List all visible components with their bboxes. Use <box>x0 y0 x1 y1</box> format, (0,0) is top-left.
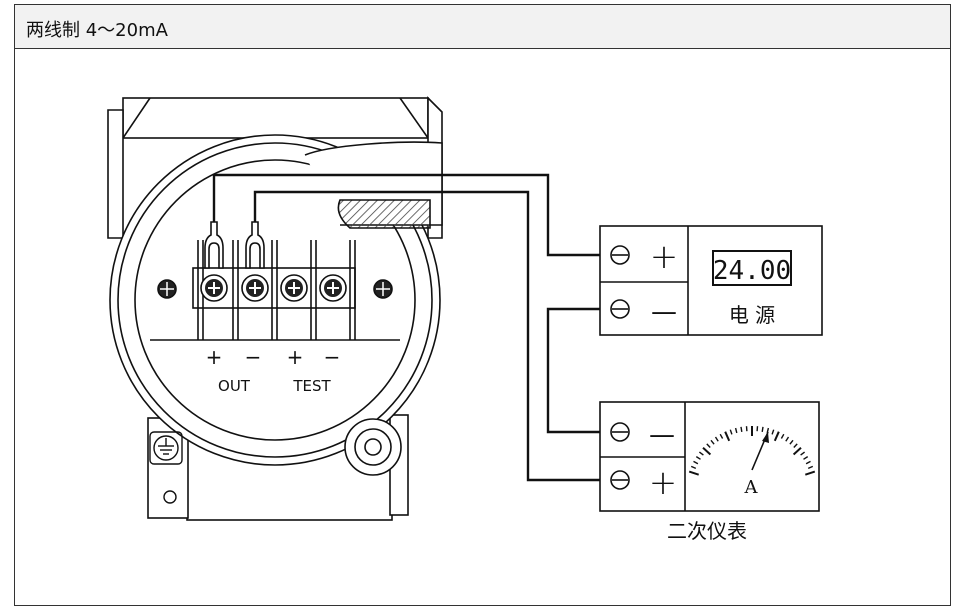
supply-minus-sign: — <box>651 297 677 327</box>
out-label: OUT <box>218 377 251 395</box>
dial-tick <box>714 436 719 442</box>
terminal-sign-out-minus: − <box>245 345 262 369</box>
meter-minus-sign: — <box>649 420 675 450</box>
dial-tick <box>803 456 809 460</box>
fork-lug-plus <box>204 221 224 269</box>
secondary-meter <box>599 401 820 512</box>
dial-tick <box>761 426 764 433</box>
meter-label: 二次仪表 <box>667 519 747 543</box>
terminal-sign-test-minus: − <box>324 345 341 369</box>
supply-label: 电 源 <box>729 303 775 327</box>
dial-tick <box>702 447 712 456</box>
dial-tick <box>724 431 731 442</box>
terminal-screw-out-plus <box>200 274 228 302</box>
dial-tick <box>693 460 699 465</box>
meter-dial-scale <box>688 426 816 476</box>
dial-tick <box>688 470 700 476</box>
page-title: 两线制 4～20mA <box>26 20 168 41</box>
dial-tick <box>734 427 738 434</box>
dial-tick <box>780 433 785 439</box>
dial-tick <box>729 429 733 435</box>
terminal-panel <box>150 240 400 341</box>
terminal-screw-test-minus <box>319 274 347 302</box>
dial-tick <box>807 465 814 470</box>
dial-tick <box>800 451 806 456</box>
dial-tick <box>785 436 790 442</box>
dial-tick <box>740 426 743 433</box>
dial-tick <box>719 433 724 439</box>
dial-tick <box>698 451 704 456</box>
terminal-sign-out-plus: + <box>206 345 223 369</box>
dial-tick <box>690 465 697 470</box>
fork-lug-minus <box>245 221 265 269</box>
meter-needle <box>751 431 769 471</box>
title-bar: 两线制 4～20mA <box>15 5 950 49</box>
terminal-screw-out-minus <box>241 274 269 302</box>
wire-out-minus <box>253 190 608 482</box>
dial-tick <box>793 443 798 448</box>
dial-tick <box>706 443 711 448</box>
wire-supply-meter <box>546 307 608 434</box>
ground-icon <box>149 431 183 504</box>
dial-tick <box>804 470 816 476</box>
dial-tick <box>789 439 794 445</box>
meter-plus-sign: + <box>649 463 678 503</box>
test-label: TEST <box>292 377 331 395</box>
meter-unit: A <box>744 477 759 498</box>
wires <box>212 173 608 482</box>
cable-gland-icon <box>344 418 402 476</box>
dial-tick <box>805 460 811 465</box>
dial-tick <box>710 439 715 445</box>
dial-tick <box>695 456 701 460</box>
terminal-sign-test-plus: + <box>287 345 304 369</box>
dial-tick <box>771 429 775 435</box>
wire-out-plus <box>212 173 608 257</box>
supply-plus-sign: + <box>650 237 679 277</box>
power-supply <box>599 225 823 336</box>
supply-display-value: 24.00 <box>713 256 791 286</box>
dial-tick <box>792 447 802 456</box>
dial-tick <box>773 431 780 442</box>
terminal-screw-test-plus <box>280 274 308 302</box>
